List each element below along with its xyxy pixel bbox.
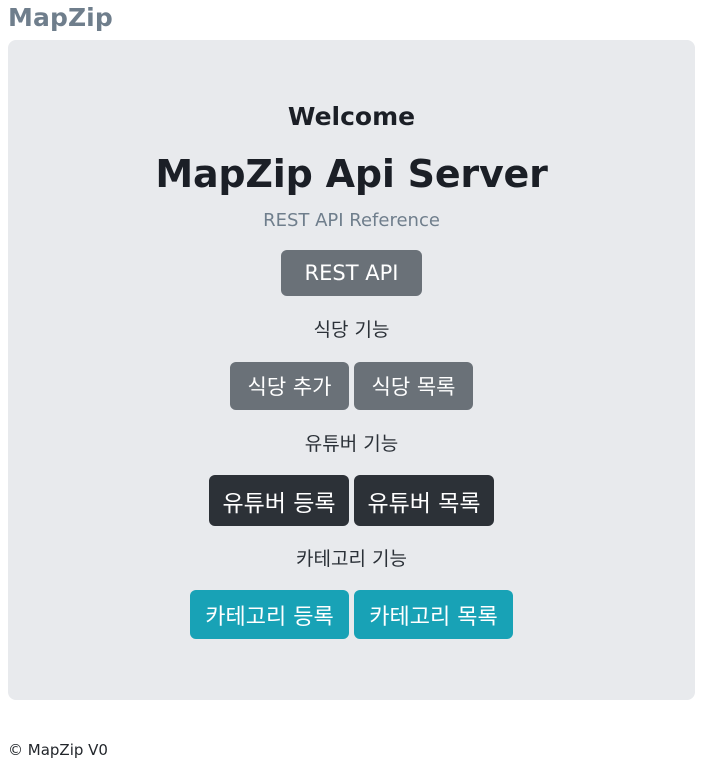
restaurant-button-row: 식당 추가 식당 목록	[8, 362, 695, 410]
restaurant-list-button[interactable]: 식당 목록	[354, 362, 473, 410]
add-restaurant-button[interactable]: 식당 추가	[230, 362, 349, 410]
section-label-youtuber: 유튜버 기능	[304, 433, 399, 455]
hero-subtitle: REST API Reference	[263, 210, 440, 231]
welcome-heading: Welcome	[287, 102, 416, 131]
page-title: MapZip	[8, 3, 113, 32]
rest-api-button-row: REST API	[8, 250, 695, 296]
youtuber-button-row: 유튜버 등록 유튜버 목록	[8, 475, 695, 526]
hero-jumbotron: Welcome MapZip Api Server REST API Refer…	[8, 40, 695, 700]
app-title-heading: MapZip Api Server	[155, 152, 548, 196]
category-button-row: 카테고리 등록 카테고리 목록	[8, 590, 695, 639]
section-label-restaurant: 식당 기능	[313, 319, 390, 341]
register-category-button[interactable]: 카테고리 등록	[190, 590, 349, 639]
youtuber-list-button[interactable]: 유튜버 목록	[354, 475, 494, 526]
rest-api-button[interactable]: REST API	[280, 250, 423, 296]
category-list-button[interactable]: 카테고리 목록	[354, 590, 513, 639]
footer-copyright: © MapZip V0	[8, 741, 108, 759]
section-label-category: 카테고리 기능	[296, 548, 407, 570]
register-youtuber-button[interactable]: 유튜버 등록	[209, 475, 349, 526]
